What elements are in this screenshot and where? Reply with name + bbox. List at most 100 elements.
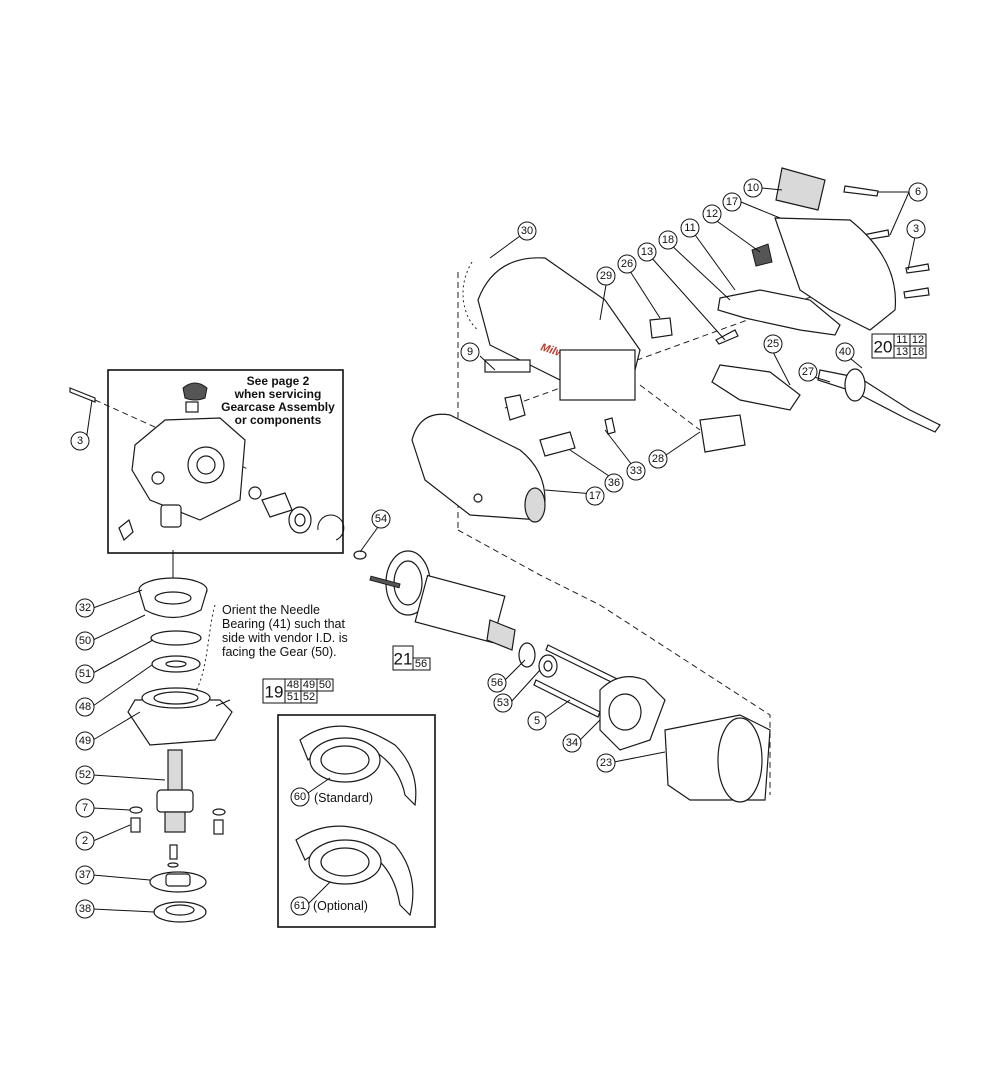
svg-text:50: 50 [79,635,91,647]
guard-box [277,714,436,928]
gearcase-box [107,369,345,554]
callout: 30 [517,221,537,241]
svg-text:52: 52 [79,769,91,781]
svg-text:60: 60 [294,791,306,803]
callout: 6 [908,182,928,202]
callout: 11 [680,218,700,238]
gear-assembly-stack [127,577,233,923]
callout: 10 [743,178,763,198]
svg-text:5: 5 [534,715,540,727]
kit-box-19: 19 48 49 50 51 52 [262,678,334,704]
brush-holder [699,414,746,453]
callout: 9 [460,342,480,362]
switch-rear-parts [539,167,941,457]
svg-text:38: 38 [79,903,91,915]
needle-note-line3: side with vendor I.D. is [222,631,348,645]
svg-text:10: 10 [747,182,759,194]
callout: 52 [75,765,95,785]
callout: 32 [75,598,95,618]
svg-text:33: 33 [630,465,642,477]
kit-20-item: 12 [912,334,924,346]
gearcase-note-line1: See page 2 [247,374,310,388]
callout: 48 [75,697,95,717]
svg-text:48: 48 [79,701,91,713]
guard-standard-label: (Standard) [314,791,373,805]
needle-bearing-note: Orient the Needle Bearing (41) such that… [222,603,348,659]
svg-text:3: 3 [77,435,83,447]
kit-19-item: 49 [303,679,315,691]
switch-actuator [717,289,841,336]
svg-text:2: 2 [82,835,88,847]
kit-19-item: 52 [303,691,315,703]
svg-text:11: 11 [684,222,695,234]
callout: 61 [290,896,310,916]
svg-text:49: 49 [79,735,91,747]
callouts: 10 6 17 3 12 11 18 13 26 29 30 9 25 40 2… [70,178,928,919]
callout: 33 [626,461,646,481]
svg-text:9: 9 [467,346,473,358]
callout: 27 [798,362,818,382]
svg-text:32: 32 [79,602,91,614]
gearcase-note-line4: or components [235,413,322,427]
gearcase-note-line2: when servicing [234,387,322,401]
kit-20-item: 11 [896,334,907,346]
needle-note-line4: facing the Gear (50). [222,645,337,659]
kit-20-main: 20 [874,338,893,357]
kit-19-item: 50 [319,679,331,691]
callout: 25 [763,334,783,354]
svg-text:25: 25 [767,338,779,350]
svg-text:54: 54 [375,513,387,525]
kit-20-item: 13 [896,346,908,358]
gearcase-note-line3: Gearcase Assembly [221,400,335,414]
svg-text:51: 51 [79,668,91,680]
power-cord [817,369,941,433]
callout: 26 [617,254,637,274]
kit-19-item: 48 [287,679,299,691]
svg-text:3: 3 [913,223,919,235]
motor-housing: Milwaukee [411,257,641,523]
callout: 23 [596,753,616,773]
callout: 38 [75,899,95,919]
callout: 2 [75,831,95,851]
callout: 17 [585,486,605,506]
svg-text:6: 6 [915,186,921,198]
kit-box-20: 20 11 12 13 18 [871,333,927,359]
callout-leaders [85,187,917,913]
svg-text:26: 26 [621,258,633,270]
svg-text:53: 53 [497,697,509,709]
callout: 60 [290,787,310,807]
svg-text:23: 23 [600,757,612,769]
needle-note-line2: Bearing (41) such that [222,617,346,631]
callout: 13 [637,242,657,262]
rear-cover [774,217,897,331]
kit-21-main: 21 [394,650,413,669]
svg-text:40: 40 [839,346,851,358]
svg-text:28: 28 [652,453,664,465]
callout: 36 [604,473,624,493]
callout: 29 [596,266,616,286]
callout: 7 [75,798,95,818]
kit-19-item: 51 [287,691,299,703]
svg-text:17: 17 [589,490,601,502]
callout: 3 [906,219,926,239]
svg-text:29: 29 [600,270,612,282]
kit-19-main: 19 [265,683,284,702]
spindle-lock-button [182,382,208,401]
callout: 12 [702,204,722,224]
callout: 49 [75,731,95,751]
screw-left [69,387,96,403]
svg-text:36: 36 [608,477,620,489]
svg-text:34: 34 [566,737,578,749]
kit-21-item: 56 [415,658,427,670]
needle-note-line1: Orient the Needle [222,603,320,617]
svg-text:61: 61 [294,900,306,912]
svg-text:27: 27 [802,366,814,378]
callout: 50 [75,631,95,651]
callout: 54 [371,509,391,529]
callout: 37 [75,865,95,885]
svg-text:30: 30 [521,225,533,237]
callout: 51 [75,664,95,684]
callout: 34 [562,733,582,753]
switch-module [711,364,801,411]
